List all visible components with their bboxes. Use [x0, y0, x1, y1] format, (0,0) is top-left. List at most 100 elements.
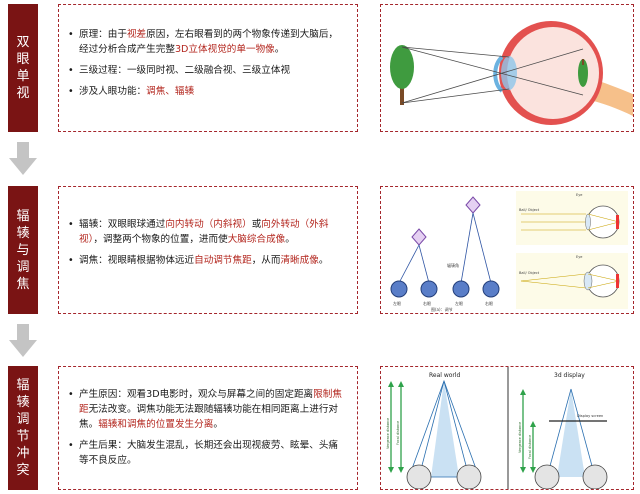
- eye-caption: Eye: [576, 193, 582, 197]
- highlight-text: 向外转动（外斜视）: [79, 219, 329, 245]
- section-label-conflict: 辐辏调节冲突: [8, 366, 38, 490]
- eye-label: 左眼: [393, 300, 401, 306]
- bullet-list: 辐辏：双眼眼球通过向内转动（内斜视）或向外转动（外斜视），调整两个物象的位置，进…: [59, 217, 357, 268]
- figure-caption: 图(a)：调节: [431, 306, 453, 312]
- bullet-item: 产生后果：大脑发生混乱，长期还会出现视疲劳、眩晕、头痛等不良反应。: [68, 438, 347, 468]
- arrow-head: [388, 381, 394, 387]
- retina-image-trunk: [582, 59, 584, 65]
- highlight-text: 3D立体视觉的单一物像: [174, 44, 275, 55]
- section-label-text: 双眼单视: [16, 35, 30, 101]
- axis-label: Focal distance: [396, 421, 400, 445]
- eye-icon: [390, 280, 408, 298]
- light-ray: [587, 280, 620, 289]
- axis-label: Vergence distance: [518, 422, 522, 453]
- body-text: 。: [318, 255, 329, 266]
- panel-title: Real world: [429, 372, 461, 379]
- vergence-lines: [408, 379, 480, 478]
- highlight-text: 向内转动（内斜视）: [165, 219, 252, 230]
- highlight-text: 视差: [126, 29, 147, 40]
- highlight-text: 辐辏和调焦的位置发生分离: [98, 419, 214, 430]
- axis-label: Focal distance: [528, 435, 532, 459]
- arrow-head: [520, 389, 526, 395]
- object-label: Ball/ Object: [519, 208, 540, 212]
- bullet-item: 调焦：视眼睛根据物体远近自动调节焦距，从而清晰成像。: [68, 253, 347, 268]
- highlight-text: 清晰成像: [280, 255, 319, 266]
- body-text: 。: [213, 419, 223, 430]
- sight-line: [546, 388, 572, 478]
- eye-icon: [582, 464, 608, 489]
- retina-image: [578, 59, 588, 87]
- light-ray: [520, 280, 587, 289]
- arrow-head: [398, 381, 404, 387]
- light-ray: [401, 46, 510, 58]
- body-text: 三级过程：一级同时视、二级融合视、三级立体视: [79, 65, 291, 76]
- panel-title: 3d display: [554, 372, 585, 379]
- retina-focus: [616, 215, 619, 229]
- eye-icon: [482, 280, 500, 298]
- section-label-vergence: 辐辏与调焦: [8, 186, 38, 314]
- eye-label: 左眼: [455, 300, 463, 306]
- lens: [501, 56, 517, 90]
- light-ray: [520, 273, 587, 282]
- down-arrow-icon: [9, 142, 37, 175]
- object-diamond-icon: [465, 196, 481, 214]
- cornea: [493, 55, 504, 93]
- highlight-text: 调焦、辐辏: [146, 86, 195, 97]
- bullet-list: 产生原因：观看3D电影时，观众与屏幕之间的固定距离限制焦距无法改变。调焦功能无法…: [59, 387, 357, 468]
- body-text: 无法改变。调焦功能无法跟随辐辏功能在相同距离上进行对焦。: [79, 404, 339, 430]
- conflict-illustration: Real world 3d display Vergence distance …: [386, 367, 608, 489]
- bullet-item: 产生原因：观看3D电影时，观众与屏幕之间的固定距离限制焦距无法改变。调焦功能无法…: [68, 387, 347, 432]
- sight-line: [570, 388, 596, 478]
- body-text: ，从而: [251, 255, 281, 266]
- light-cone: [557, 389, 585, 477]
- arrow-head: [520, 467, 526, 473]
- light-ray: [587, 273, 620, 282]
- figure-eye-diagram: [380, 4, 634, 132]
- text-panel-binocular: 原理：由于视差原因，左右眼看到的两个物象传递到大脑后，经过分析合成产生完整3D立…: [58, 4, 358, 132]
- eye-icon: [420, 280, 438, 298]
- sight-line: [472, 212, 492, 284]
- text-panel-vergence: 辐辏：双眼眼球通过向内转动（内斜视）或向外转动（外斜视），调整两个物象的位置，进…: [58, 186, 358, 314]
- object-diamond-icon: [411, 228, 427, 246]
- section-label-text: 辐辏调节冲突: [16, 378, 30, 478]
- eye-icon: [406, 464, 432, 489]
- light-ray: [401, 88, 510, 104]
- light-ray: [587, 213, 620, 223]
- light-ray: [401, 46, 584, 96]
- sight-line: [418, 244, 430, 284]
- lens: [585, 213, 591, 231]
- bullet-item: 三级过程：一级同时视、二级融合视、三级立体视: [68, 63, 347, 78]
- screen-label: Display screen: [577, 414, 603, 418]
- text-panel-conflict: 产生原因：观看3D电影时，观众与屏幕之间的固定距离限制焦距无法改变。调焦功能无法…: [58, 366, 358, 490]
- light-ray: [401, 48, 584, 104]
- vergence-illustration: 辐辏角 左眼 右眼 左眼 右眼 图(a)：调节 Ball/ Object Eye…: [390, 191, 628, 312]
- body-text: 辐辏：双眼眼球通过: [79, 219, 166, 230]
- light-cone: [431, 381, 459, 477]
- body-text: 产生后果：大脑发生混乱，长期还会出现视疲劳、眩晕、头痛等不良反应。: [79, 440, 339, 466]
- object-label: Ball/ Object: [519, 271, 540, 275]
- eye-illustration: [390, 21, 633, 125]
- highlight-text: 限制焦距: [79, 389, 342, 415]
- arrow-head: [530, 421, 536, 427]
- light-ray: [587, 221, 620, 231]
- highlight-text: 大脑综合成像: [227, 234, 286, 245]
- down-arrow-icon: [9, 324, 37, 357]
- eye-label: 右眼: [485, 300, 493, 306]
- bullet-item: 涉及人眼功能：调焦、辐辏: [68, 84, 347, 99]
- section-label-text: 辐辏与调焦: [16, 208, 30, 292]
- sight-line: [460, 212, 474, 284]
- eyeball-inner: [507, 27, 599, 119]
- bullet-list: 原理：由于视差原因，左右眼看到的两个物象传递到大脑后，经过分析合成产生完整3D立…: [59, 27, 357, 99]
- eye-icon: [456, 464, 482, 489]
- axis-label: Vergence distance: [386, 418, 390, 449]
- angle-label: 辐辏角: [447, 262, 459, 268]
- arrow-head: [388, 467, 394, 473]
- body-text: 原理：由于: [79, 29, 127, 40]
- retina-focus: [616, 274, 619, 288]
- arrow-head: [530, 467, 536, 473]
- bullet-item: 原理：由于视差原因，左右眼看到的两个物象传递到大脑后，经过分析合成产生完整3D立…: [68, 27, 347, 57]
- body-text: ，调整两个物象的位置，进而使: [93, 234, 228, 245]
- arrow-head: [398, 467, 404, 473]
- body-text: 或: [251, 219, 262, 230]
- sight-line: [418, 380, 445, 478]
